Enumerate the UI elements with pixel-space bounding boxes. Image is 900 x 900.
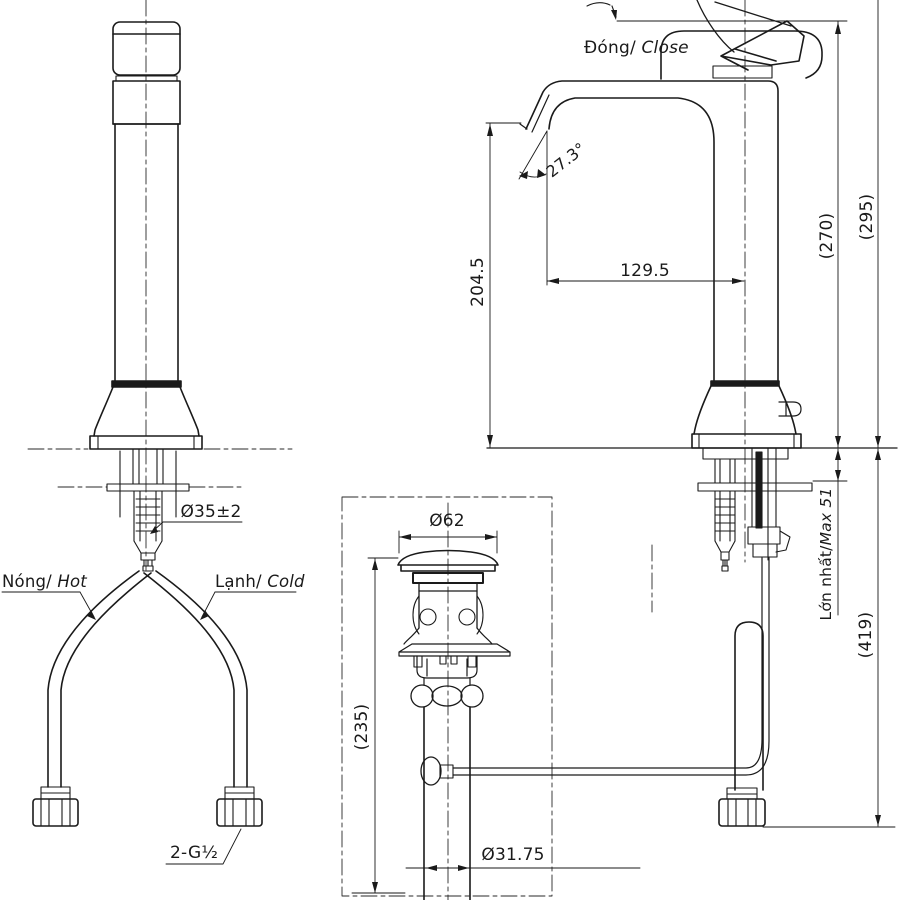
neck — [113, 81, 180, 124]
drain-body — [419, 591, 477, 628]
drain-locknut — [417, 656, 477, 678]
dim-spout-height: 204.5 — [468, 257, 488, 307]
dim-drain-length: (235) — [352, 703, 372, 751]
label-cold: Lạnh/ Cold — [215, 572, 305, 591]
dim-tailpipe-dia: Ø31.75 — [481, 845, 545, 865]
supply-hose — [735, 622, 763, 790]
cold-hose-nut — [217, 799, 262, 826]
label-hot: Nóng/ Hot — [2, 572, 87, 591]
base-flare — [94, 387, 199, 436]
dim-body-height: (270) — [817, 212, 837, 260]
cold-supply-hose — [144, 571, 262, 826]
overflow-hole-left — [420, 609, 436, 625]
lever-closed-position — [721, 21, 804, 70]
side-view — [33, 22, 262, 826]
spout-inner — [549, 98, 714, 381]
label-close: Đóng/ Close — [584, 38, 689, 58]
handle-dome — [661, 31, 822, 79]
front-view — [453, 0, 897, 826]
dim-mount-hole-dia: Ø35±2 — [180, 502, 242, 522]
label-hot-vi: Nóng/ — [2, 572, 58, 591]
body-band — [711, 381, 779, 386]
drain-assembly — [398, 551, 510, 900]
label-max-deck-en: Max 51 — [817, 487, 835, 546]
base-plate — [90, 436, 202, 449]
hot-supply-hose — [33, 571, 151, 826]
dim-drain-cap-dia: Ø62 — [429, 511, 465, 531]
dim-supply-thread: 2-G½ — [169, 843, 219, 863]
label-hot-en: Hot — [57, 572, 87, 591]
mounting-hardware — [107, 449, 189, 571]
label-cold-en: Cold — [267, 572, 305, 591]
pop-up-rod — [453, 558, 769, 775]
center-lines — [28, 0, 745, 900]
label-max-deck-vi: Lớn nhất/ — [817, 545, 835, 621]
overflow-hole-right — [459, 609, 475, 625]
rod-ball-knob — [421, 757, 441, 785]
dim-below-counter: (419) — [856, 611, 876, 659]
label-cold-vi: Lạnh/ — [215, 572, 268, 591]
ball-joint-center — [432, 686, 462, 706]
dim-spout-reach: 129.5 — [620, 261, 670, 281]
handle-top — [113, 22, 180, 75]
spout-mouth — [520, 95, 549, 132]
tailpipe — [424, 707, 470, 900]
supply-hose-nut — [719, 799, 765, 826]
lever-open-position — [697, 0, 791, 52]
lever-base-collar — [713, 66, 772, 78]
drain-phantom-box — [342, 497, 552, 896]
base-flare — [694, 386, 796, 434]
dim-overall-height: (295) — [857, 193, 877, 241]
ball-joint-left — [411, 685, 433, 707]
spout-outline — [526, 81, 778, 381]
popup-knob — [779, 402, 801, 416]
body-band — [112, 381, 181, 387]
drain-flange — [399, 644, 510, 656]
ball-joint-right — [461, 685, 483, 707]
hot-hose-nut — [33, 799, 78, 826]
label-max-deck: Lớn nhất/Max 51 — [817, 487, 835, 620]
below-counter-hardware — [698, 448, 812, 571]
drain-cap — [398, 551, 498, 572]
label-close-vi: Đóng/ — [584, 38, 642, 58]
label-close-en: Close — [641, 38, 689, 58]
base-plate — [692, 434, 801, 448]
